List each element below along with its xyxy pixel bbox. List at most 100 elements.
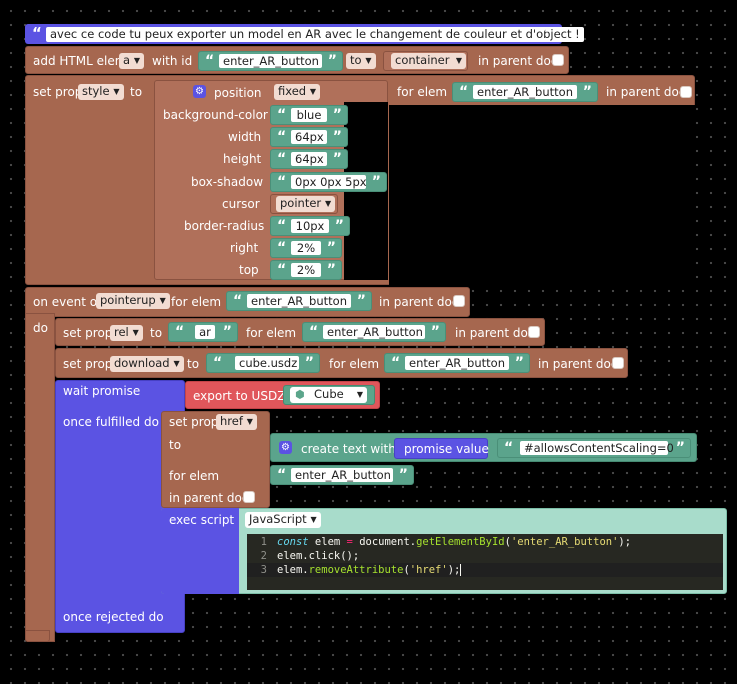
style-value-width[interactable]: “64px” bbox=[270, 127, 348, 147]
cursor-dropdown[interactable]: pointer▼ bbox=[276, 196, 336, 212]
style-value-top[interactable]: “ 2% ” bbox=[270, 260, 342, 280]
close-quote-icon: ” bbox=[582, 84, 592, 100]
do-label: do bbox=[33, 321, 48, 335]
href-prop-dropdown[interactable]: href▼ bbox=[216, 414, 257, 430]
event-elem-value[interactable]: enter_AR_button bbox=[247, 294, 351, 308]
set-prop-label: set prop bbox=[63, 357, 113, 371]
style-prop-dropdown[interactable]: style▼ bbox=[78, 84, 124, 100]
download-elem-string[interactable]: “enter_AR_button” bbox=[384, 353, 530, 373]
chevron-down-icon: ▼ bbox=[113, 87, 120, 96]
style-elem-string[interactable]: “ enter_AR_button ” bbox=[452, 82, 598, 102]
in-parent-doc-checkbox[interactable] bbox=[552, 54, 564, 66]
for-elem-label: for elem bbox=[329, 357, 380, 371]
position-label: position bbox=[214, 86, 262, 100]
style-value-box-shadow[interactable]: “ 0px 0px 5px ” bbox=[270, 172, 387, 192]
in-parent-doc-label: in parent doc bbox=[455, 326, 535, 340]
open-quote-icon: “ bbox=[277, 151, 287, 167]
style-value-text[interactable]: blue bbox=[291, 108, 327, 122]
href-elem-value[interactable]: enter_AR_button bbox=[291, 468, 393, 482]
container-value: container bbox=[395, 53, 450, 67]
promise-value-block[interactable] bbox=[394, 438, 488, 459]
open-quote-icon: “ bbox=[277, 262, 287, 278]
close-quote-icon: ” bbox=[332, 151, 342, 167]
style-value-height[interactable]: “ 64px ” bbox=[270, 149, 348, 169]
in-parent-doc-checkbox[interactable] bbox=[243, 491, 255, 503]
download-value[interactable]: cube.usdz bbox=[235, 356, 299, 370]
for-elem-label: for elem bbox=[397, 85, 448, 99]
style-value-right[interactable]: “2%” bbox=[270, 238, 342, 258]
cube-dropdown[interactable]: ⬢Cube▼ bbox=[290, 387, 367, 403]
id-string-block[interactable]: “enter_AR_button” bbox=[198, 51, 343, 71]
close-quote-icon: ” bbox=[430, 324, 440, 340]
style-value-text[interactable]: 0px 0px 5px bbox=[291, 175, 367, 189]
rel-prop-value: rel bbox=[114, 325, 129, 339]
comment-text[interactable]: avec ce code tu peux exporter un model e… bbox=[46, 27, 584, 42]
download-prop-dropdown[interactable]: download▼ bbox=[110, 356, 184, 372]
style-value-bg[interactable]: “blue” bbox=[270, 105, 348, 125]
rel-prop-dropdown[interactable]: rel▼ bbox=[110, 325, 143, 341]
tag-dropdown[interactable]: a▼ bbox=[119, 53, 145, 69]
event-block-body[interactable] bbox=[25, 313, 55, 642]
style-key-height: height bbox=[223, 152, 262, 166]
hash-string[interactable]: “#allowsContentScaling=0” bbox=[497, 438, 691, 458]
event-elem-string[interactable]: “enter_AR_button” bbox=[226, 291, 372, 311]
style-value-text[interactable]: 64px bbox=[291, 152, 327, 166]
chevron-down-icon: ▼ bbox=[159, 296, 166, 305]
in-parent-doc-label: in parent doc bbox=[478, 54, 558, 68]
style-value-text[interactable]: 10px bbox=[291, 219, 329, 233]
open-quote-icon: “ bbox=[277, 218, 287, 234]
on-event-label: on event of bbox=[33, 295, 102, 309]
close-quote-icon: ” bbox=[332, 107, 342, 123]
style-key-bg: background-color bbox=[163, 108, 268, 122]
style-key-border-radius: border-radius bbox=[184, 219, 265, 233]
set-prop-label: set prop bbox=[33, 85, 83, 99]
close-quote-icon: ” bbox=[514, 355, 524, 371]
close-quote-icon: ” bbox=[371, 174, 381, 190]
export-usdz-label: export to USDZ bbox=[193, 389, 286, 403]
style-value-border-radius[interactable]: “10px” bbox=[270, 216, 350, 236]
lang-dropdown[interactable]: JavaScript▼ bbox=[245, 512, 321, 528]
in-parent-doc-checkbox[interactable] bbox=[612, 357, 624, 369]
container-dropdown[interactable]: container▼ bbox=[391, 53, 466, 69]
in-parent-doc-checkbox[interactable] bbox=[680, 86, 692, 98]
close-quote-icon: ” bbox=[398, 467, 408, 483]
style-value-text[interactable]: 2% bbox=[291, 263, 321, 277]
gear-icon[interactable]: ⚙ bbox=[193, 85, 206, 98]
href-elem-string[interactable]: “enter_AR_button” bbox=[270, 465, 414, 485]
href-prop-value: href bbox=[220, 414, 243, 428]
rel-elem-string[interactable]: “enter_AR_button” bbox=[302, 322, 446, 342]
to-dropdown[interactable]: to▼ bbox=[346, 53, 376, 69]
chevron-down-icon: ▼ bbox=[309, 87, 317, 96]
event-dropdown[interactable]: pointerup▼ bbox=[96, 293, 170, 309]
download-value-string[interactable]: “cube.usdz” bbox=[206, 353, 320, 373]
open-quote-icon: “ bbox=[277, 174, 287, 190]
close-quote-icon: ” bbox=[326, 262, 336, 278]
open-quote-icon: “ bbox=[277, 129, 287, 145]
download-elem-value[interactable]: enter_AR_button bbox=[405, 356, 509, 370]
to-label: to bbox=[350, 53, 362, 67]
id-value[interactable]: enter_AR_button bbox=[219, 54, 322, 68]
rel-value-string[interactable]: “ar” bbox=[168, 322, 238, 342]
chevron-down-icon: ▼ bbox=[132, 328, 139, 337]
hash-value[interactable]: #allowsContentScaling=0 bbox=[520, 441, 674, 455]
style-value-text[interactable]: 2% bbox=[291, 241, 321, 255]
rel-elem-value[interactable]: enter_AR_button bbox=[323, 325, 425, 339]
style-elem-value[interactable]: enter_AR_button bbox=[473, 85, 577, 99]
style-key-width: width bbox=[228, 130, 262, 144]
gear-icon[interactable]: ⚙ bbox=[279, 441, 292, 454]
comment-close-quote: ” bbox=[541, 24, 551, 42]
in-parent-doc-checkbox[interactable] bbox=[528, 326, 540, 338]
style-value-text[interactable]: 64px bbox=[291, 130, 327, 144]
cube-value: Cube bbox=[314, 387, 344, 401]
close-quote-icon: ” bbox=[326, 240, 336, 256]
position-dropdown[interactable]: fixed▼ bbox=[274, 84, 321, 100]
style-key-top: top bbox=[239, 263, 259, 277]
rel-value[interactable]: ar bbox=[195, 325, 215, 339]
close-quote-icon: ” bbox=[304, 355, 314, 371]
open-quote-icon: “ bbox=[459, 84, 469, 100]
in-parent-doc-checkbox[interactable] bbox=[453, 295, 465, 307]
